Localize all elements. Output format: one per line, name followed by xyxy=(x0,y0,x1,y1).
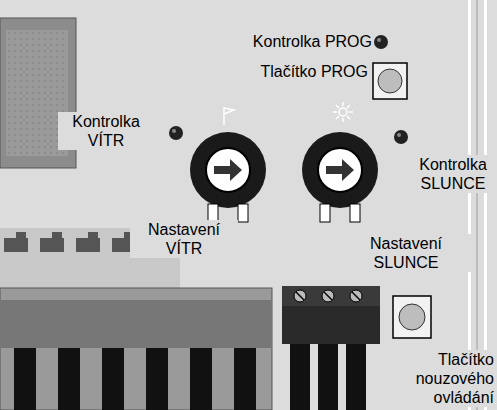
part-label: Kontrolka SLUNCE xyxy=(410,155,496,193)
part-label: Tlačítko nouzového ovládání xyxy=(380,350,496,407)
part-label: Tlačítko PROG xyxy=(228,62,370,81)
part-label: Nastavení VÍTR xyxy=(130,220,238,258)
part-label: Kontrolka PROG xyxy=(228,32,374,51)
part-label: Nastavení SLUNCE xyxy=(340,234,472,272)
part-label: Kontrolka VÍTR xyxy=(58,112,154,150)
